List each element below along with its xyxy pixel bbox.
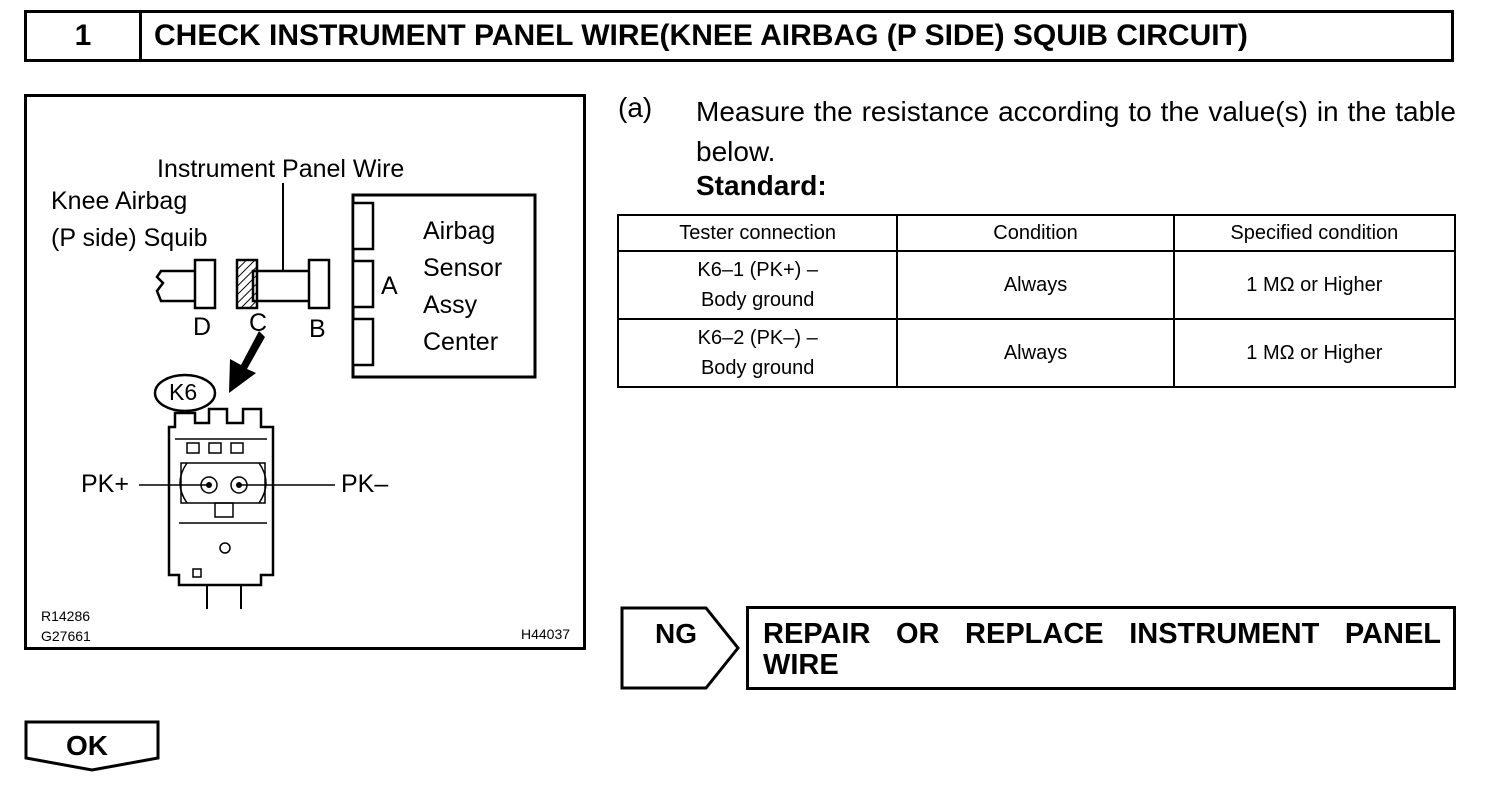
ng-arrow-box: [620, 606, 740, 690]
pin-pk-minus-label: PK–: [341, 470, 389, 498]
table-row: K6–2 (PK–) – Body ground Always 1 MΩ or …: [616, 318, 1457, 388]
specified-condition-cell: 1 MΩ or Higher: [1172, 318, 1457, 388]
connector-a-label: A: [381, 272, 398, 300]
table-header: Condition: [896, 214, 1175, 252]
condition-cell: Always: [896, 250, 1175, 320]
instruction-marker: (a): [618, 92, 653, 123]
connector-b: [307, 258, 331, 310]
instrument-panel-wire-label: Instrument Panel Wire: [157, 155, 405, 183]
connector-b-label: B: [309, 315, 326, 343]
table-row: K6–1 (PK+) – Body ground Always 1 MΩ or …: [616, 250, 1457, 320]
tester-connection-line2: Body ground: [700, 357, 815, 379]
tester-connection-line1: K6–2 (PK–) –: [697, 327, 818, 349]
tester-connection-line1: K6–1 (PK+) –: [697, 259, 818, 281]
ng-action-line1: REPAIR OR REPLACE INSTRUMENT PANEL: [763, 618, 1441, 650]
sensor-label-2: Sensor: [423, 254, 503, 282]
tester-connection-line2: Body ground: [700, 289, 815, 311]
airbag-sensor-box: [351, 193, 537, 379]
sensor-label-4: Center: [423, 328, 499, 356]
instruction-text: Measure the resistance according to the …: [696, 96, 1456, 167]
step-header: 1 CHECK INSTRUMENT PANEL WIRE(KNEE AIRBA…: [24, 10, 1454, 62]
sensor-label-3: Assy: [423, 291, 478, 319]
ng-label: NG: [655, 618, 697, 649]
ng-action-box: REPAIR OR REPLACE INSTRUMENT PANEL WIRE: [746, 606, 1456, 690]
condition-cell: Always: [896, 318, 1175, 388]
connector-d: [193, 258, 217, 310]
knee-airbag-label: Knee Airbag: [51, 187, 188, 215]
figure-code-2: G27661: [41, 628, 91, 644]
sensor-label-1: Airbag: [423, 217, 496, 245]
connector-c: [235, 258, 259, 310]
tester-connection-cell: K6–1 (PK+) – Body ground: [616, 250, 899, 320]
table-header: Tester connection: [616, 214, 899, 252]
knee-airbag-side-label: (P side) Squib: [51, 224, 208, 252]
step-title: CHECK INSTRUMENT PANEL WIRE(KNEE AIRBAG …: [154, 19, 1248, 52]
figure-code-1: R14286: [41, 608, 91, 624]
standard-label: Standard:: [696, 170, 827, 201]
connector-diagram: [139, 183, 537, 609]
k6-label-ellipse: [153, 373, 217, 413]
pin-pk-plus-label: PK+: [81, 470, 129, 498]
wiring-illustration: Instrument Panel Wire Knee Airbag (P sid…: [24, 94, 586, 650]
connector-c-label: C: [249, 309, 268, 337]
wire-harness: [251, 269, 315, 303]
connector-k6-label: K6: [169, 379, 198, 405]
step-number: 1: [27, 13, 142, 59]
specified-condition-cell: 1 MΩ or Higher: [1172, 250, 1457, 320]
connector-k6: [167, 407, 275, 587]
ok-label: OK: [66, 730, 108, 761]
figure-code-3: H44037: [521, 626, 571, 642]
tester-connection-cell: K6–2 (PK–) – Body ground: [616, 318, 899, 388]
resistance-table: Tester connection Condition Specified co…: [616, 214, 1457, 388]
ok-arrow-box: [24, 720, 160, 772]
ng-action-line2: WIRE: [763, 649, 839, 681]
arrow-icon: [229, 331, 265, 393]
connector-d-label: D: [193, 313, 212, 341]
table-header: Specified condition: [1172, 214, 1457, 252]
table-header-row: Tester connection Condition Specified co…: [616, 214, 1457, 252]
